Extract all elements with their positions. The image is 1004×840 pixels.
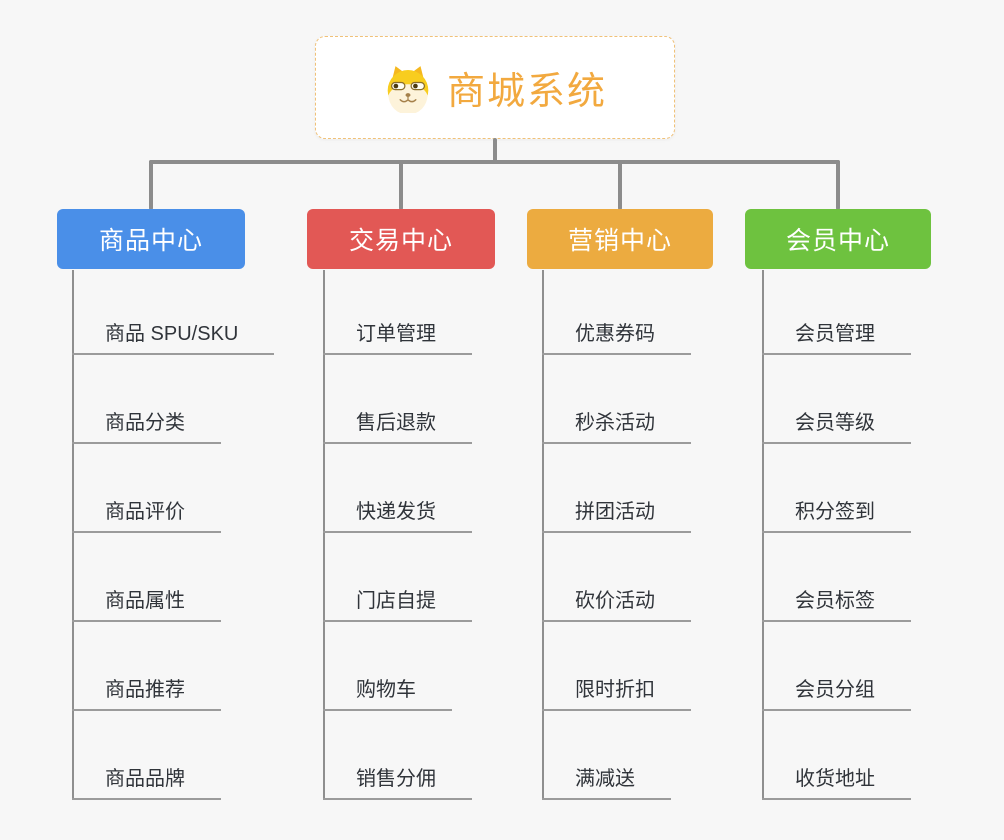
connector-line [618, 160, 622, 210]
node-product-brand[interactable]: 商品品牌 [72, 764, 221, 800]
connector-line [323, 270, 325, 800]
branch-label: 营销中心 [567, 227, 672, 255]
node-product-review[interactable]: 商品评价 [72, 497, 221, 533]
node-store-pickup[interactable]: 门店自提 [323, 586, 472, 622]
connector-line [399, 160, 403, 210]
doge-icon [387, 65, 429, 113]
branch-node-product-center[interactable]: 商品中心 [57, 209, 245, 269]
node-points-sign-in[interactable]: 积分签到 [762, 497, 911, 533]
node-member-tag[interactable]: 会员标签 [762, 586, 911, 622]
branch-label: 交易中心 [348, 227, 453, 255]
branch-node-trade-center[interactable]: 交易中心 [307, 209, 495, 269]
connector-line [149, 160, 153, 210]
branch-node-member-center[interactable]: 会员中心 [745, 209, 931, 269]
root-node-title: 商城系统 [446, 71, 607, 113]
node-after-sale-refund[interactable]: 售后退款 [323, 408, 472, 444]
connector-line [542, 270, 544, 800]
node-member-group[interactable]: 会员分组 [762, 675, 911, 711]
node-product-spu-sku[interactable]: 商品 SPU/SKU [72, 319, 275, 355]
connector-line [493, 138, 497, 164]
branch-label: 商品中心 [98, 227, 203, 255]
node-group-buy[interactable]: 拼团活动 [542, 497, 691, 533]
node-product-category[interactable]: 商品分类 [72, 408, 221, 444]
node-member-level[interactable]: 会员等级 [762, 408, 911, 444]
node-shipping-address[interactable]: 收货地址 [762, 764, 911, 800]
connector-line [762, 270, 764, 800]
connector-line [836, 160, 840, 210]
connector-line [149, 160, 840, 164]
node-limited-time-discount[interactable]: 限时折扣 [542, 675, 691, 711]
node-sales-commission[interactable]: 销售分佣 [323, 764, 472, 800]
node-shopping-cart[interactable]: 购物车 [323, 675, 452, 711]
node-product-recommend[interactable]: 商品推荐 [72, 675, 221, 711]
connector-line [72, 270, 74, 800]
node-express-delivery[interactable]: 快递发货 [323, 497, 472, 533]
node-product-attribute[interactable]: 商品属性 [72, 586, 221, 622]
node-bargain-activity[interactable]: 砍价活动 [542, 586, 691, 622]
node-member-management[interactable]: 会员管理 [762, 319, 911, 355]
node-full-reduction[interactable]: 满减送 [542, 764, 671, 800]
node-flash-sale[interactable]: 秒杀活动 [542, 408, 691, 444]
node-coupon-code[interactable]: 优惠券码 [542, 319, 691, 355]
branch-label: 会员中心 [785, 227, 890, 255]
node-order-management[interactable]: 订单管理 [323, 319, 472, 355]
root-node-mall-system[interactable]: 商城系统 [315, 36, 675, 139]
branch-node-marketing-center[interactable]: 营销中心 [527, 209, 713, 269]
